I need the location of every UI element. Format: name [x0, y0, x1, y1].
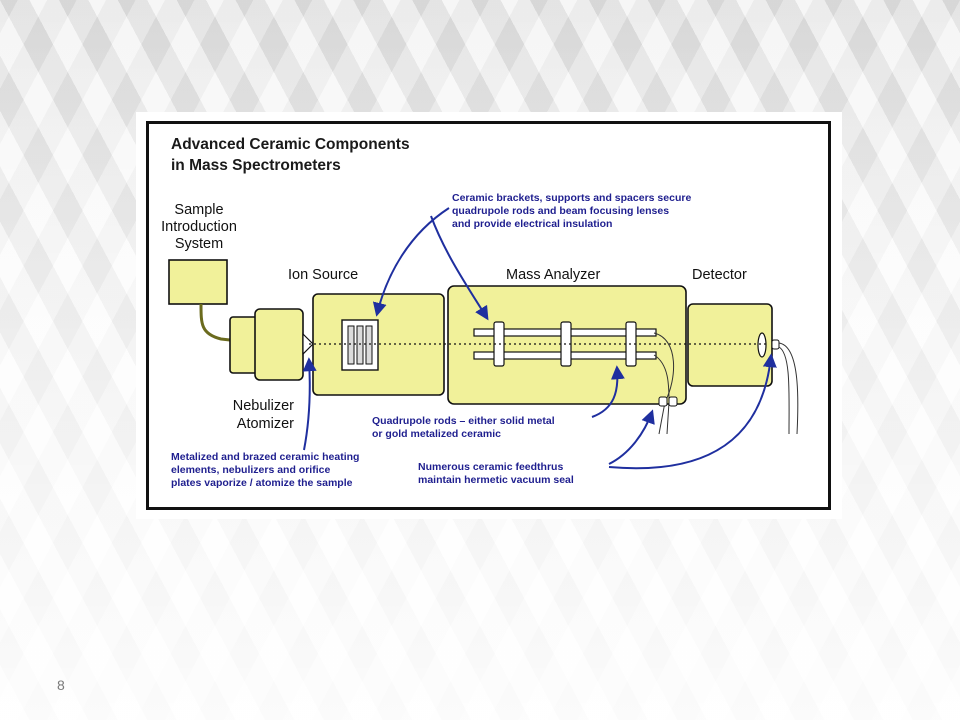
brackets-note-line-1: Ceramic brackets, supports and spacers s…	[452, 192, 691, 204]
ion-source-label: Ion Source	[288, 267, 358, 283]
sample-system-label-line-3: System	[175, 236, 223, 252]
feedthrus-note-line-2: maintain hermetic vacuum seal	[418, 474, 574, 486]
lens-plate-1	[347, 325, 355, 365]
page-number: 8	[57, 677, 65, 693]
arrow-to-nebulizer	[302, 357, 317, 451]
lens-plate-2	[356, 325, 364, 365]
diagram-figure: Advanced Ceramic Components in Mass Spec…	[136, 112, 842, 519]
heating-note-line-3: plates vaporize / atomize the sample	[171, 477, 353, 489]
feedthru-1	[658, 396, 668, 407]
feedthrus-note-line-1: Numerous ceramic feedthrus	[418, 461, 563, 473]
heating-note-line-2: elements, nebulizers and orifice	[171, 464, 330, 476]
diagram-title-line-2: in Mass Spectrometers	[171, 157, 341, 174]
quadrupole-note-line-2: or gold metalized ceramic	[372, 428, 501, 440]
arrow-to-rod-brackets	[430, 215, 489, 321]
heating-note-line-1: Metalized and brazed ceramic heating	[171, 451, 359, 463]
lens-plate-3	[365, 325, 373, 365]
sample-introduction-box	[168, 259, 228, 305]
sample-system-label-line-1: Sample	[174, 202, 223, 218]
rod-spacer-3	[625, 321, 637, 367]
nebulizer-block-right	[254, 308, 304, 381]
nebulizer-cone	[302, 332, 314, 356]
arrow-to-quadrupole-rods	[591, 365, 625, 418]
mass-spectrometer-diagram: Advanced Ceramic Components in Mass Spec…	[161, 136, 799, 489]
feedthru-2	[668, 396, 678, 407]
detector-feedthru	[771, 339, 780, 350]
brackets-note-line-2: quadrupole rods and beam focusing lenses	[452, 205, 669, 217]
quadrupole-note-line-1: Quadrupole rods – either solid metal	[372, 415, 555, 427]
brackets-note-line-3: and provide electrical insulation	[452, 218, 612, 230]
nebulizer-block-left	[229, 316, 258, 374]
sample-tubing	[199, 303, 240, 343]
arrow-to-lens-brackets	[372, 207, 450, 317]
detector-wire-1	[778, 342, 799, 435]
detector-element	[757, 332, 767, 358]
sample-system-label-line-2: Introduction	[161, 219, 237, 235]
detector-label: Detector	[692, 267, 747, 283]
mass-analyzer-label: Mass Analyzer	[506, 267, 600, 283]
arrow-to-analyzer-feedthru	[608, 409, 655, 465]
diagram-border: Advanced Ceramic Components in Mass Spec…	[146, 121, 831, 510]
nebulizer-label-line-2: Atomizer	[237, 416, 294, 432]
arrow-to-detector-feedthru	[608, 353, 777, 470]
diagram-title-line-1: Advanced Ceramic Components	[171, 136, 410, 153]
nebulizer-label-line-1: Nebulizer	[233, 398, 294, 414]
detector-wire-2	[778, 346, 790, 435]
